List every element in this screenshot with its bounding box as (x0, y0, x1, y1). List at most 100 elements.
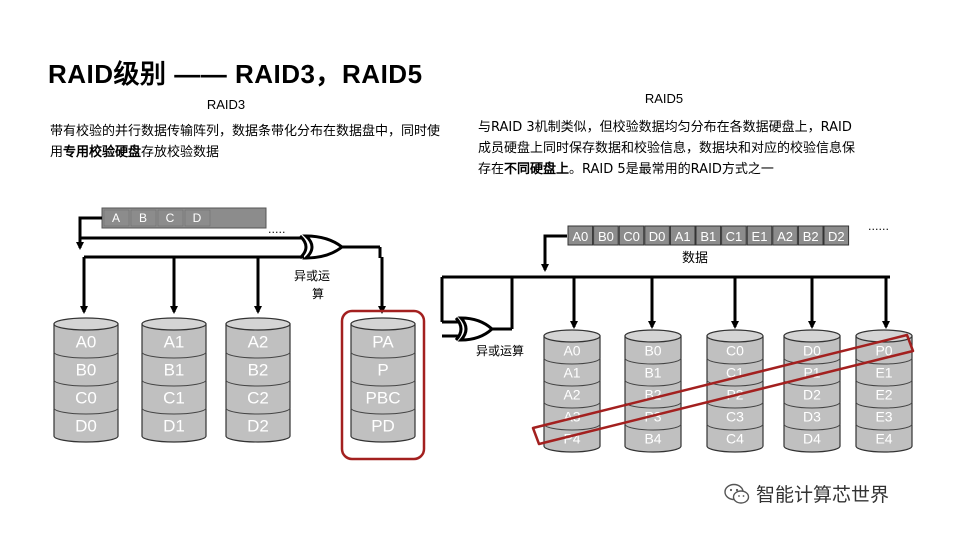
raid5-disk-label: C3 (726, 408, 744, 424)
raid5-stripe-cell-label: A1 (675, 229, 691, 244)
wechat-icon (724, 483, 750, 504)
raid3-disk-label: C0 (75, 388, 97, 407)
raid5-desc-text1: 与RAID 3机制类似，但校验数据均匀分布在各数据硬盘上，RAID成员硬盘上同时… (478, 120, 856, 177)
raid5-disk-divider (706, 423, 764, 431)
raid5-disk-label: E3 (875, 408, 892, 424)
raid3-disk-top (225, 317, 291, 331)
raid5-disk-divider (706, 379, 764, 387)
raid3-disk-divider (141, 379, 207, 387)
raid5-stripe-cell-label: A2 (777, 229, 793, 244)
raid3-disk-divider (53, 351, 119, 359)
raid5-connectors (440, 234, 890, 338)
raid3-disk-body (225, 323, 291, 443)
raid3-disk-top (350, 317, 416, 331)
page-title: RAID级别 —— RAID3，RAID5 (48, 59, 423, 89)
raid5-disk-divider (855, 379, 913, 387)
raid3-disk-label: D0 (75, 416, 97, 435)
raid3-xor-label-1: 异或运 (294, 269, 330, 283)
raid3-disk-label: PD (371, 416, 395, 435)
raid5-disk-divider (783, 357, 841, 365)
raid3-stripe-cell (130, 209, 157, 227)
raid5-disk-label: D3 (803, 408, 821, 424)
raid5-disk-label: E1 (875, 364, 892, 380)
raid5-disk-divider (624, 379, 682, 387)
raid3-disk-label: PBC (366, 388, 401, 407)
raid3-disk-label: A1 (164, 332, 185, 351)
raid5-description: 与RAID 3机制类似，但校验数据均匀分布在各数据硬盘上，RAID成员硬盘上同时… (478, 117, 860, 180)
raid5-disk-divider (855, 401, 913, 409)
raid5-disk-divider (543, 379, 601, 387)
raid3-stripe-cell-label: A (112, 211, 120, 225)
raid5-disk-label: D4 (803, 430, 821, 446)
raid5-disk-label: C4 (726, 430, 744, 446)
raid5-stripe-cell-label: A0 (572, 229, 588, 244)
raid3-disk-label: B0 (76, 360, 97, 379)
watermark: 智能计算芯世界 (724, 480, 889, 507)
raid3-stripe-cell-label: C (166, 211, 175, 225)
raid5-disk-label: D2 (803, 386, 821, 402)
raid5-xor-label: 异或运算 (476, 343, 524, 358)
raid3-disk-body (53, 323, 119, 443)
raid3-disk-divider (350, 407, 416, 415)
raid3-disk-label: C1 (163, 388, 185, 407)
raid3-xor-label-2: 算 (312, 286, 324, 301)
raid3-disk-label: D2 (247, 416, 269, 435)
raid3-disk-divider (225, 379, 291, 387)
raid3-parity-disk-highlight (340, 309, 426, 461)
raid5-stripe-cell-label: C1 (726, 229, 743, 244)
raid5-disk-label: D0 (803, 342, 821, 358)
raid5-stripe-cell-label: E1 (752, 229, 768, 244)
raid5-desc-text2: 。RAID 5是最常用的RAID方式之一 (569, 162, 774, 177)
raid5-disk-divider (706, 401, 764, 409)
raid5-disk-label: A2 (563, 386, 580, 402)
raid5-stripe-cell (618, 225, 645, 246)
raid3-stripe-cell-label: D (193, 211, 202, 225)
raid5-disk-label: C0 (726, 342, 744, 358)
raid3-disk-label: B1 (164, 360, 185, 379)
raid5-disk-body (855, 335, 913, 453)
raid3-disk-label: A0 (76, 332, 97, 351)
raid3-disk-label: PA (372, 332, 394, 351)
raid3-connectors (76, 216, 386, 314)
raid5-stripe-cell-label: B0 (598, 229, 614, 244)
raid3-disk-divider (53, 379, 119, 387)
raid5-disk-top (706, 329, 764, 343)
raid5-xor-gate-icon (454, 316, 495, 342)
raid3-disk-label: B2 (248, 360, 269, 379)
raid5-disk-body (783, 335, 841, 453)
raid5-stripe-cell (644, 225, 670, 246)
raid5-disk-label: E2 (875, 386, 892, 402)
raid5-disk-divider (624, 357, 682, 365)
raid3-disk-label: P (377, 360, 388, 379)
raid5-stripe-cell-label: D0 (649, 229, 666, 244)
raid3-disk-divider (225, 351, 291, 359)
raid3-disk-label: D1 (163, 416, 185, 435)
raid5-stripe-cell-label: B2 (803, 229, 819, 244)
raid3-disk-divider (225, 407, 291, 415)
raid5-disk-label: P0 (875, 342, 892, 358)
raid5-stripe-cell (823, 225, 850, 246)
raid5-stripe-cell-label: B1 (700, 229, 716, 244)
raid5-disk-divider (624, 423, 682, 431)
raid3-desc-text1: 带有校验的并行数据传输阵列，数据条带化分布在数据盘中，同时使用 (50, 124, 441, 160)
raid3-disk-label: C2 (247, 388, 269, 407)
raid3-disk-divider (350, 379, 416, 387)
raid3-disk-divider (141, 407, 207, 415)
raid5-disk-divider (543, 423, 601, 431)
raid5-disk-divider (855, 357, 913, 365)
raid5-disk-top (543, 329, 601, 343)
raid3-ellipsis: ..... (268, 223, 285, 236)
raid5-disk-label: B1 (644, 364, 661, 380)
raid5-stripe-cell (669, 225, 696, 246)
raid5-disk-body (624, 335, 682, 453)
raid5-stripe-cell (567, 225, 594, 246)
raid5-stripe-cell-label: C0 (623, 229, 640, 244)
raid3-disk-divider (53, 407, 119, 415)
